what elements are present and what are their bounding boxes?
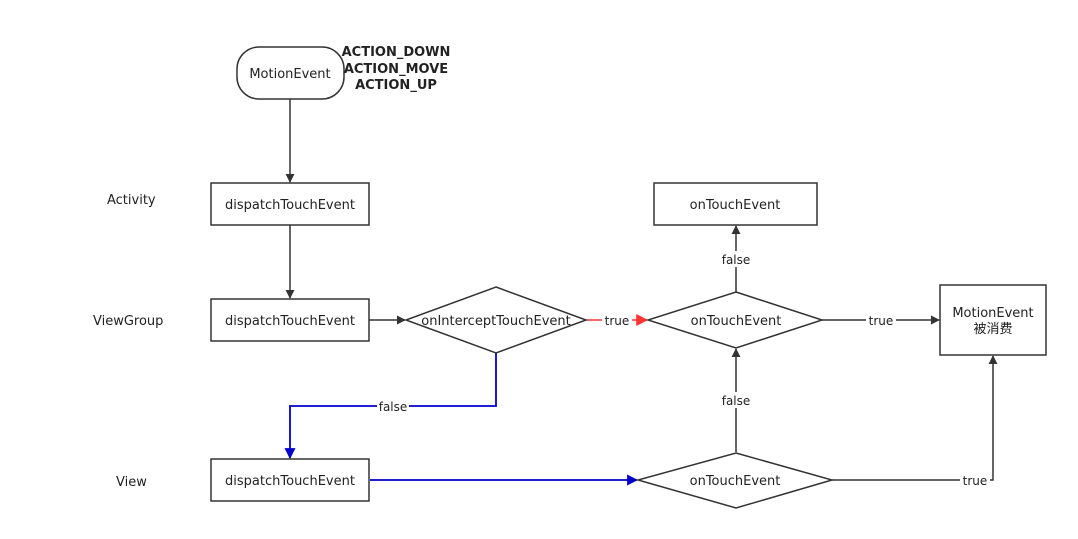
activity-ontouch-node: onTouchEvent [653,182,818,226]
action-up-label: ACTION_UP [355,78,437,93]
viewgroup-ontouch-label: onTouchEvent [691,314,782,329]
intercept-decision-node: onInterceptTouchEvent [403,286,589,354]
activity-dispatch-label: dispatchTouchEvent [225,198,355,213]
activity-ontouch-label: onTouchEvent [690,198,781,213]
action-down-label: ACTION_DOWN [342,45,451,60]
lane-label-activity: Activity [107,193,156,208]
motion-event-label: MotionEvent [249,67,330,82]
edge-label-vg-touch-true: true [869,314,894,328]
intercept-label: onInterceptTouchEvent [421,314,570,329]
view-dispatch-label: dispatchTouchEvent [225,474,355,489]
edge-label-intercept-false: false [379,400,408,414]
consumed-node: MotionEvent 被消费 [939,284,1047,356]
view-ontouch-decision-node: onTouchEvent [635,452,835,509]
viewgroup-ontouch-decision-node: onTouchEvent [645,291,825,349]
viewgroup-dispatch-label: dispatchTouchEvent [225,314,355,329]
action-move-label: ACTION_MOVE [344,62,448,77]
edge-label-view-touch-true: true [963,474,988,488]
lane-label-viewgroup: ViewGroup [93,314,163,329]
view-dispatch-node: dispatchTouchEvent [210,458,370,502]
consumed-label-line1: MotionEvent [952,306,1033,321]
consumed-label-line2: 被消费 [973,322,1012,337]
lane-label-view: View [116,475,147,490]
edge-label-intercept-true: true [605,314,630,328]
view-ontouch-label: onTouchEvent [690,474,781,489]
edge-label-view-touch-false: false [722,394,751,408]
motion-event-node: MotionEvent [236,46,345,100]
edge-label-vg-touch-false: false [722,253,751,267]
activity-dispatch-node: dispatchTouchEvent [210,182,370,226]
viewgroup-dispatch-node: dispatchTouchEvent [210,298,370,342]
edge-view-touch-true [832,355,998,481]
